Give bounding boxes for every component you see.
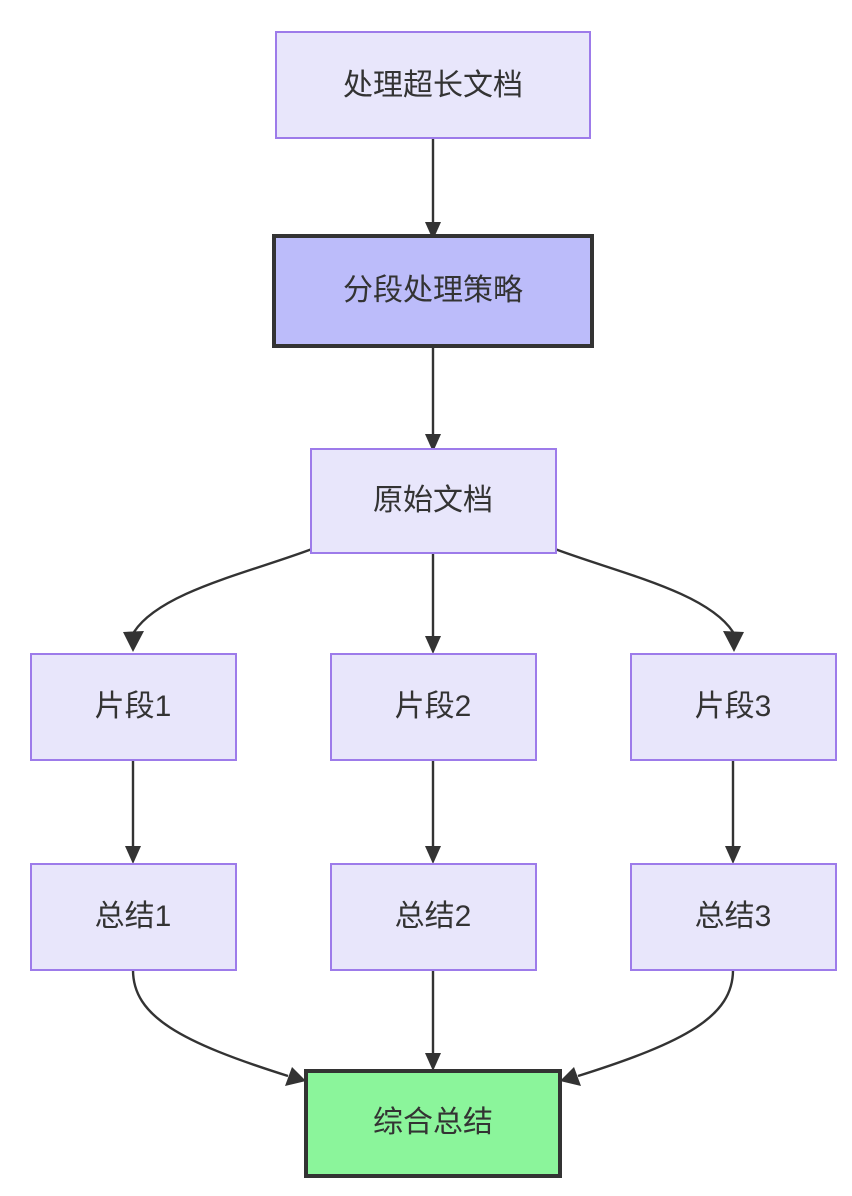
node-chunk-strategy-box[interactable]: [272, 234, 594, 348]
node-process-long-doc[interactable]: 处理超长文档: [275, 31, 591, 139]
edge-layer: [123, 138, 744, 1086]
node-process-long-doc-box[interactable]: [275, 31, 591, 139]
node-chunk-strategy[interactable]: 分段处理策略: [272, 234, 594, 348]
node-segment-1-box[interactable]: [30, 653, 237, 761]
node-segment-2[interactable]: 片段2: [330, 653, 537, 761]
node-source-doc[interactable]: 原始文档: [310, 448, 557, 554]
edge-segment-2-to-summary-2: [425, 760, 441, 864]
node-layer: 处理超长文档 分段处理策略 原始文档 片段1 片段2 片段3: [30, 31, 837, 1178]
edge-source-doc-to-segment-1: [123, 547, 313, 652]
edge-process-long-doc-to-chunk-strategy: [425, 138, 441, 240]
edge-summary-3-to-final-summary: [560, 969, 735, 1086]
node-segment-2-box[interactable]: [330, 653, 537, 761]
edge-summary-1-to-final-summary: [131, 969, 306, 1086]
edge-segment-1-to-summary-1: [125, 760, 141, 864]
edge-source-doc-to-segment-3: [554, 547, 744, 652]
edge-chunk-strategy-to-source-doc: [425, 347, 441, 452]
node-summary-2[interactable]: 总结2: [330, 863, 537, 971]
node-summary-3[interactable]: 总结3: [630, 863, 837, 971]
node-final-summary[interactable]: 综合总结: [304, 1069, 562, 1178]
node-summary-1-box[interactable]: [30, 863, 237, 971]
node-final-summary-box[interactable]: [304, 1069, 562, 1178]
edge-summary-2-to-final-summary: [425, 970, 441, 1071]
node-segment-3-box[interactable]: [630, 653, 837, 761]
edge-source-doc-to-segment-2: [425, 554, 441, 654]
edge-segment-3-to-summary-3: [725, 760, 741, 864]
node-segment-3[interactable]: 片段3: [630, 653, 837, 761]
node-segment-1[interactable]: 片段1: [30, 653, 237, 761]
node-source-doc-box[interactable]: [310, 448, 557, 554]
node-summary-2-box[interactable]: [330, 863, 537, 971]
node-summary-1[interactable]: 总结1: [30, 863, 237, 971]
node-summary-3-box[interactable]: [630, 863, 837, 971]
